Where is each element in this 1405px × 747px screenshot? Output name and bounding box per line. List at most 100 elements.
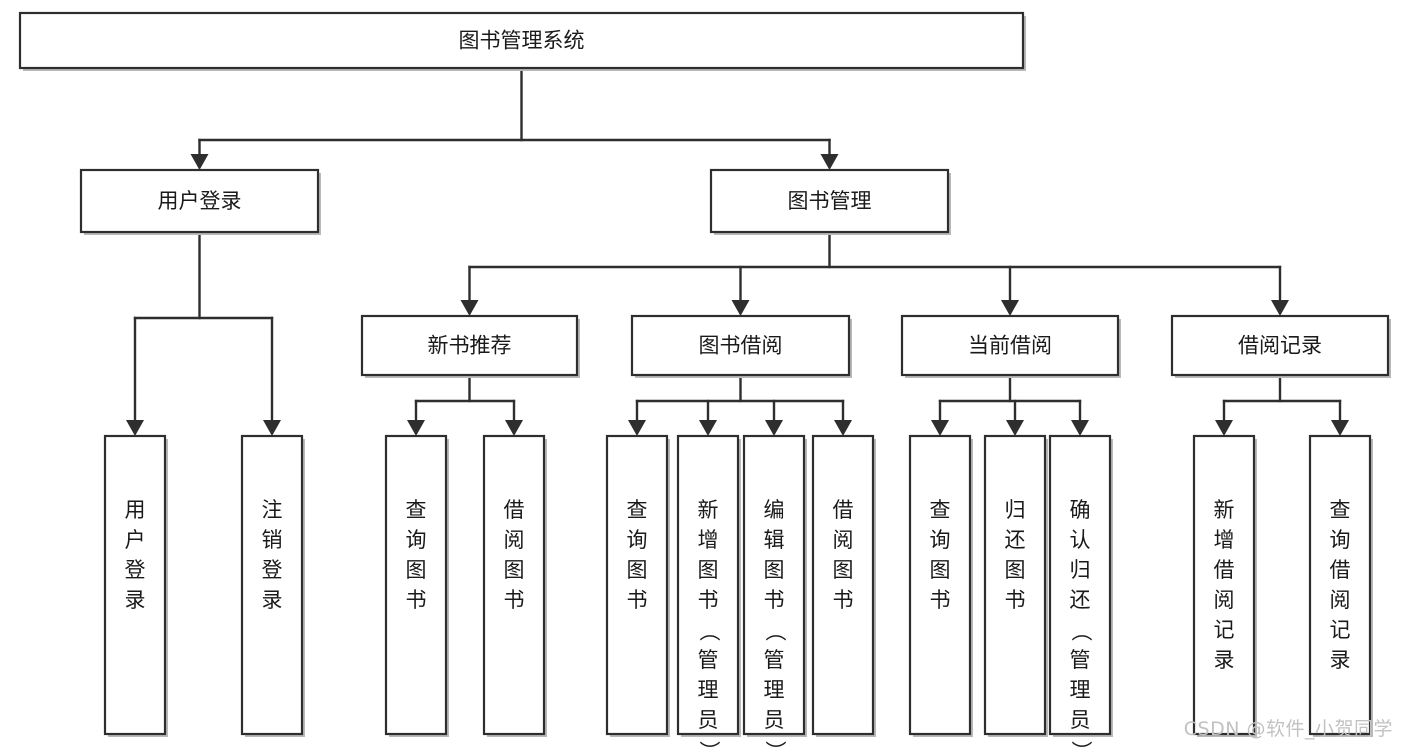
edge-arrowhead [126,420,144,436]
node-label-char: 确 [1070,498,1091,522]
node-label: 图书管理系统 [459,29,585,53]
node-label-char: 查 [406,498,427,522]
edge-group-borrow-record [1215,373,1349,436]
node-rect[interactable] [676,434,740,736]
edge-arrowhead [1006,420,1024,436]
edge-arrowhead [731,300,750,316]
node-rect[interactable] [983,434,1047,736]
node-label-char: 图 [698,558,719,582]
node-label-char: 还 [1070,588,1091,612]
node-label: 图书借阅 [699,334,783,358]
node-label-char: 图 [504,558,525,582]
node-label-char: 图 [627,558,648,582]
edge-arrowhead [1071,420,1089,436]
node-rect[interactable] [1192,434,1256,736]
node-label-char: 户 [125,528,146,552]
edge-arrowhead [834,420,852,436]
node-rect[interactable] [482,434,546,736]
node-label-char: 借 [504,498,525,522]
node-root[interactable]: 图书管理系统 [18,11,1026,71]
node-label: 当前借阅 [968,334,1052,358]
node-borrow-record[interactable]: 借阅记录 [1170,314,1391,378]
node-label-char: 新 [698,498,719,522]
node-label-char: 查 [1330,498,1351,522]
node-rect[interactable] [1308,434,1372,736]
node-label-char: 用 [125,498,146,522]
node-label-char: 阅 [1214,588,1235,612]
edge-arrowhead [1271,300,1289,316]
node-book-manage[interactable]: 图书管理 [709,168,951,235]
node-label-char: 询 [627,528,648,552]
edge-arrowhead [407,420,425,436]
edge-arrowhead [1331,420,1349,436]
node-label-char: ） [1069,741,1093,747]
node-rect[interactable] [18,11,1025,70]
node-label-char: 书 [627,588,648,612]
node-rect[interactable] [360,314,579,377]
edge-arrowhead [820,154,839,170]
node-label-char: 录 [262,588,283,612]
node-label-char: 书 [833,588,854,612]
edge-arrowhead [765,420,783,436]
node-leaf-user-login[interactable]: 用户登录 [103,434,168,737]
node-rect[interactable] [1048,434,1112,736]
edge-arrowhead [931,420,949,436]
node-label-char: 图 [406,558,427,582]
node-label-char: 书 [504,588,525,612]
node-rect[interactable] [79,168,320,234]
node-rect[interactable] [900,314,1120,377]
node-rect[interactable] [709,168,950,234]
node-new-book-recommend[interactable]: 新书推荐 [360,314,580,378]
node-rect[interactable] [605,434,669,736]
node-current-borrow[interactable]: 当前借阅 [900,314,1121,378]
node-rect[interactable] [742,434,806,736]
node-user-login[interactable]: 用户登录 [79,168,321,235]
node-rect[interactable] [630,314,851,377]
node-label-char: 借 [1214,558,1235,582]
edge-arrowhead [190,154,209,170]
node-label-char: 询 [930,528,951,552]
node-label-char: 理 [1070,678,1091,702]
node-book-borrow[interactable]: 图书借阅 [630,314,852,378]
node-rect[interactable] [384,434,448,736]
node-rect[interactable] [103,434,167,736]
node-label-char: 阅 [504,528,525,552]
node-label-char: 管 [764,648,785,672]
node-label-char: 询 [406,528,427,552]
node-rect[interactable] [908,434,972,736]
node-label-char: 认 [1070,528,1091,552]
node-label-char: 录 [125,588,146,612]
node-label-char: 员 [1070,708,1091,732]
node-rect[interactable] [811,434,875,736]
node-rect[interactable] [1170,314,1390,377]
node-label-char: 查 [627,498,648,522]
node-label-char: 增 [1214,528,1235,552]
node-label-char: 管 [1070,648,1091,672]
edge-arrowhead [628,420,646,436]
node-label-char: 记 [1330,618,1351,642]
node-label-char: （ [763,621,787,642]
node-rect[interactable] [240,434,304,736]
node-label-char: ） [697,741,721,747]
node-label-char: 书 [930,588,951,612]
edge-arrowhead [1215,420,1233,436]
node-label-char: 新 [1214,498,1235,522]
node-label: 图书管理 [788,189,872,213]
node-label-char: （ [697,621,721,642]
edge-arrowhead [699,420,717,436]
node-label-char: 书 [764,588,785,612]
node-label-char: 录 [1330,648,1351,672]
